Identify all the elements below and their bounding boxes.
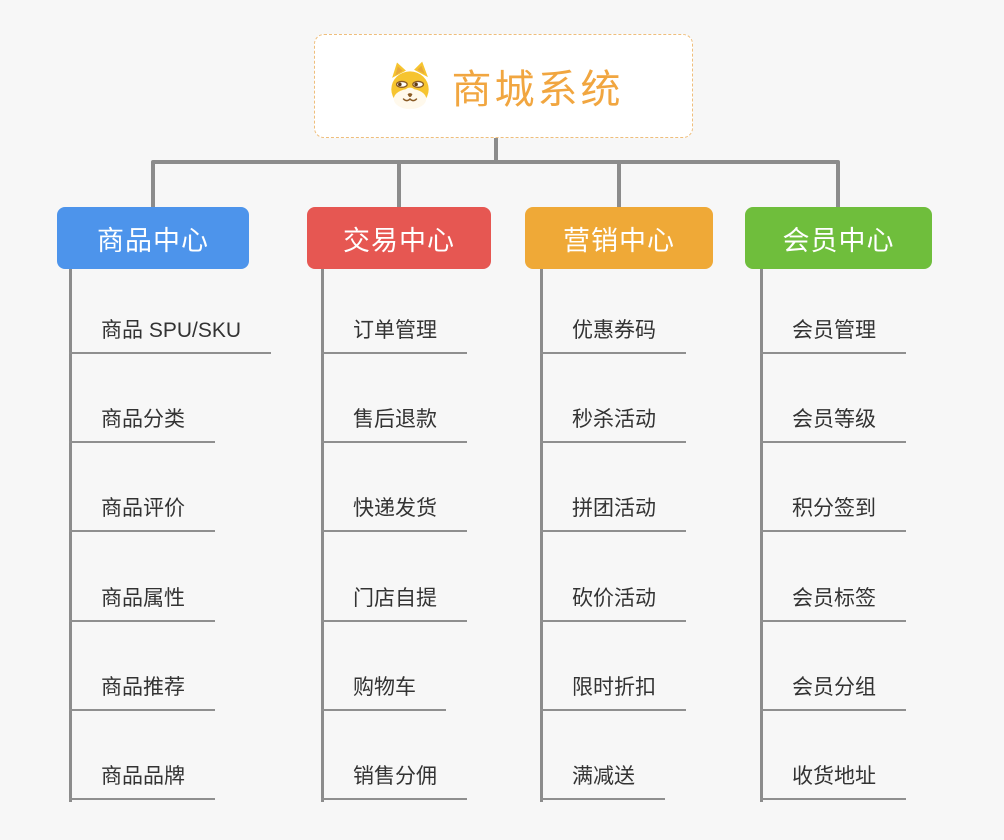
leaf-item[interactable]: 会员分组 <box>760 673 906 711</box>
leaf-item[interactable]: 优惠券码 <box>540 316 686 354</box>
leaf-item[interactable]: 商品品牌 <box>69 762 215 800</box>
leaf-item[interactable]: 订单管理 <box>321 316 467 354</box>
leaf-item[interactable]: 商品推荐 <box>69 673 215 711</box>
branch-member-center[interactable]: 会员中心 <box>745 207 932 269</box>
leaf-item[interactable]: 会员管理 <box>760 316 906 354</box>
leaf-item[interactable]: 满减送 <box>540 762 665 800</box>
leaf-item[interactable]: 商品 SPU/SKU <box>69 316 272 354</box>
leaf-item[interactable]: 门店自提 <box>321 584 467 622</box>
root-node[interactable]: 商城系统 <box>314 34 693 138</box>
leaf-item[interactable]: 砍价活动 <box>540 584 686 622</box>
leaf-item[interactable]: 商品评价 <box>69 494 215 532</box>
connector-spine-2 <box>321 269 324 802</box>
connector-drop-1 <box>151 162 155 208</box>
leaf-item[interactable]: 快递发货 <box>321 494 467 532</box>
branch-marketing-center[interactable]: 营销中心 <box>525 207 713 269</box>
leaf-item[interactable]: 限时折扣 <box>540 673 686 711</box>
connector-spine-1 <box>69 269 72 802</box>
branch-trade-center[interactable]: 交易中心 <box>307 207 491 269</box>
leaf-item[interactable]: 积分签到 <box>760 494 906 532</box>
connector-drop-2 <box>397 162 401 208</box>
leaf-item[interactable]: 收货地址 <box>760 762 906 800</box>
leaf-item[interactable]: 会员等级 <box>760 405 906 443</box>
leaf-item[interactable]: 购物车 <box>321 673 446 711</box>
leaf-item[interactable]: 拼团活动 <box>540 494 686 532</box>
connector-spine-4 <box>760 269 763 802</box>
leaf-item[interactable]: 秒杀活动 <box>540 405 686 443</box>
leaf-item[interactable]: 商品分类 <box>69 405 215 443</box>
branch-product-center[interactable]: 商品中心 <box>57 207 249 269</box>
connector-root-drop <box>494 137 498 161</box>
root-title: 商城系统 <box>451 68 624 112</box>
leaf-item[interactable]: 会员标签 <box>760 584 906 622</box>
leaf-item[interactable]: 售后退款 <box>321 405 467 443</box>
connector-bus <box>151 160 840 164</box>
connector-drop-4 <box>836 162 840 208</box>
leaf-item[interactable]: 商品属性 <box>69 584 215 622</box>
connector-drop-3 <box>617 162 621 208</box>
connector-spine-3 <box>540 269 543 802</box>
leaf-item[interactable]: 销售分佣 <box>321 762 467 800</box>
shiba-dog-icon <box>384 60 436 112</box>
